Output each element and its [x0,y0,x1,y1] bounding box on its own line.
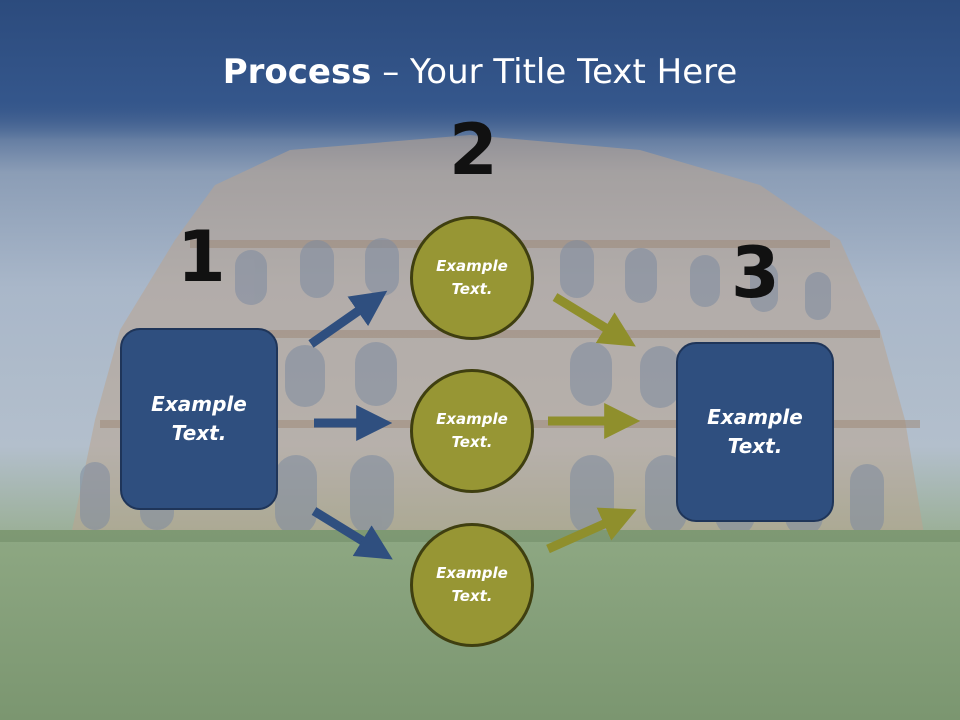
right-box-text: Example Text. [707,405,803,458]
slide-title: Process – Your Title Text Here [0,52,960,92]
title-bold: Process [222,52,372,92]
left-box-text: Example Text. [151,392,247,445]
arrow-icon [308,290,388,348]
circle-bottom: Example Text. [410,523,534,647]
circle-middle-text: Example Text. [436,410,508,451]
step-number-2: 2 [449,109,498,191]
circle-top-text: Example Text. [436,257,508,298]
right-text-box: Example Text. [676,342,834,522]
circle-middle: Example Text. [410,369,534,493]
arrow-icon [311,507,393,560]
arrow-icon [546,507,637,554]
circle-bottom-text: Example Text. [436,564,508,605]
step-number-1: 1 [177,216,226,298]
left-text-box: Example Text. [120,328,278,510]
title-rest: – Your Title Text Here [371,52,738,92]
arrow-icon [552,293,636,347]
circle-top: Example Text. [410,216,534,340]
title-band [0,0,960,140]
step-number-3: 3 [731,232,780,314]
